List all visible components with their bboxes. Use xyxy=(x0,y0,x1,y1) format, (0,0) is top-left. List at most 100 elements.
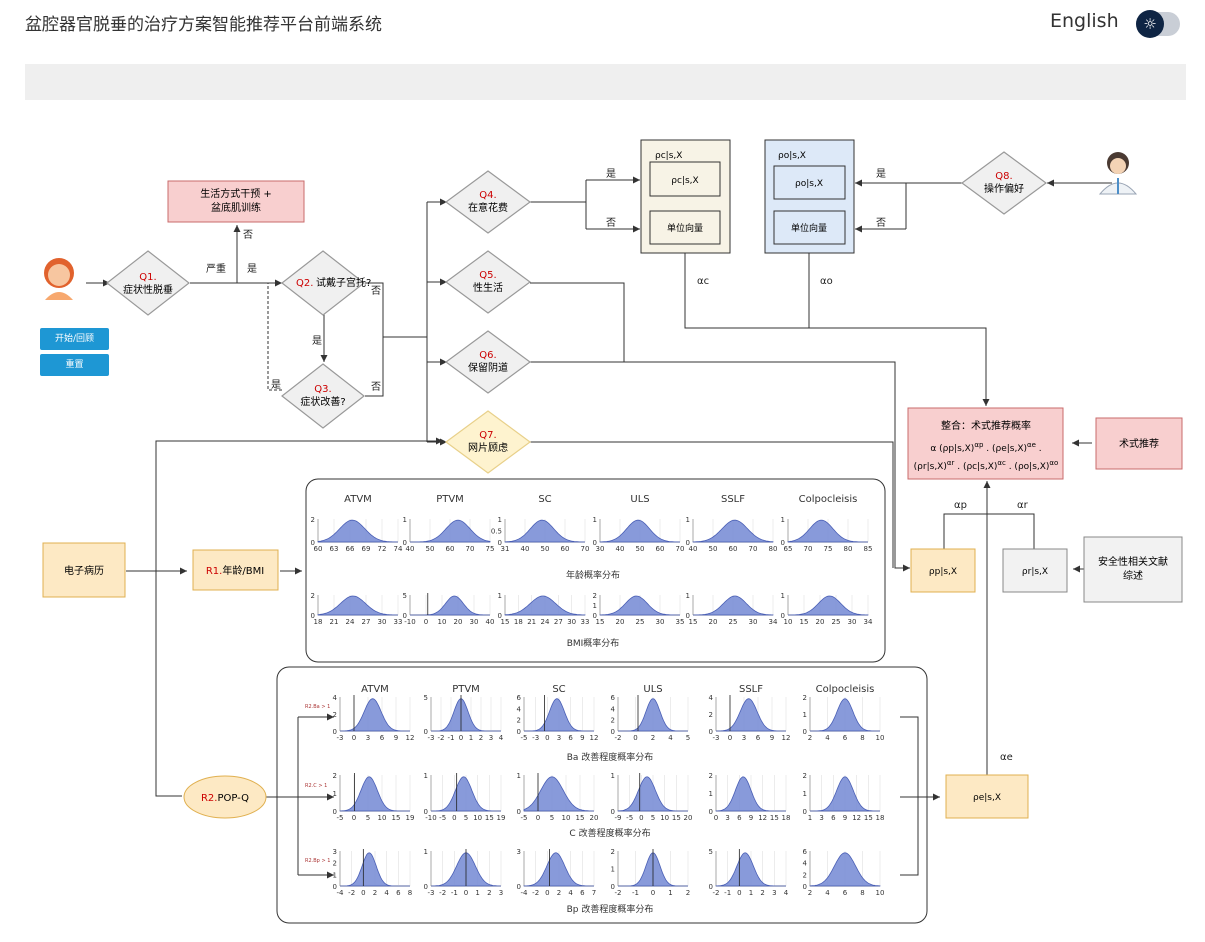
chart-x-tick: 5 xyxy=(464,814,468,822)
chart-y-tick: 2 xyxy=(333,860,337,868)
q1-diamond[interactable] xyxy=(106,250,190,316)
chart-y-tick: 0 xyxy=(803,728,807,736)
q2-diamond[interactable] xyxy=(281,250,365,316)
chart-y-tick: 0 xyxy=(709,808,713,816)
chart-x-tick: 5 xyxy=(686,734,690,742)
chart-y-tick: 0 xyxy=(498,612,502,620)
chart-x-tick: 18 xyxy=(782,814,791,822)
q8-diamond[interactable] xyxy=(960,151,1048,215)
chart-y-tick: 0 xyxy=(803,883,807,891)
q7-diamond[interactable] xyxy=(444,410,532,474)
chart-x-tick: 25 xyxy=(729,618,738,626)
chart-y-tick: 0 xyxy=(709,728,713,736)
chart-x-tick: 2 xyxy=(808,889,812,897)
chart-x-tick: 6 xyxy=(580,889,585,897)
chart-x-tick: 30 xyxy=(470,618,479,626)
chart-density-SC xyxy=(523,776,594,812)
chart-y-tick: 2 xyxy=(333,711,337,719)
chart-x-tick: 24 xyxy=(346,618,355,626)
chart-x-tick: 63 xyxy=(330,545,339,553)
integrate-title: 整合：术式推荐概率 xyxy=(941,419,1031,432)
q5-num: Q5. xyxy=(479,270,496,281)
chart-y-tick: 2 xyxy=(593,592,597,600)
chart-y-tick: 2 xyxy=(611,717,615,725)
chart-x-tick: 20 xyxy=(709,618,718,626)
chart-method-label: Colpocleisis xyxy=(816,684,875,695)
q5-diamond[interactable] xyxy=(444,250,532,314)
chart-y-tick: 0 xyxy=(686,612,690,620)
chart-x-tick: 33 xyxy=(581,618,590,626)
chart-x-tick: 34 xyxy=(864,618,873,626)
q4-text: 在意花费 xyxy=(468,201,508,214)
reset-button[interactable]: 重置 xyxy=(40,354,109,376)
start-review-button[interactable]: 开始/回顾 xyxy=(40,328,109,350)
q3-text: 症状改善? xyxy=(300,395,345,408)
chart-y-tick: 1 xyxy=(781,516,785,524)
chart-density-Colpocleisis xyxy=(787,519,868,543)
chart-x-tick: 9 xyxy=(843,814,847,822)
chart-y-tick: 0 xyxy=(686,539,690,547)
chart-x-tick: 10 xyxy=(660,814,669,822)
chart-x-tick: 3 xyxy=(499,889,503,897)
chart-x-tick: 15 xyxy=(485,814,494,822)
chart-x-tick: 15 xyxy=(392,814,401,822)
chart-y-tick: 1 xyxy=(403,516,407,524)
chart-x-tick: 60 xyxy=(314,545,323,553)
chart-x-tick: -2 xyxy=(439,889,446,897)
chart-y-tick: 2 xyxy=(803,772,807,780)
chart-x-tick: 27 xyxy=(362,618,371,626)
language-switch[interactable]: English xyxy=(1050,10,1119,32)
ehr-box: 电子病历 xyxy=(64,564,104,577)
q6-diamond[interactable] xyxy=(444,330,532,394)
chart-x-tick: 60 xyxy=(446,545,455,553)
chart-x-tick: 60 xyxy=(729,545,738,553)
chart-x-tick: -4 xyxy=(521,889,529,897)
chart-method-label: SC xyxy=(552,684,565,695)
chart-y-tick: 0 xyxy=(517,883,521,891)
lifestyle-line1: 生活方式干预 + xyxy=(200,187,272,200)
chart-x-tick: -2 xyxy=(438,734,445,742)
chart-x-tick: -1 xyxy=(451,889,458,897)
chart-x-tick: -9 xyxy=(615,814,622,822)
chart-y-tick: 6 xyxy=(517,694,522,702)
chart-density-PTVM xyxy=(431,776,501,812)
chart-x-tick: 24 xyxy=(541,618,550,626)
chart-x-tick: 72 xyxy=(378,545,387,553)
chart-x-tick: 70 xyxy=(581,545,590,553)
chart-x-tick: 8 xyxy=(408,889,412,897)
chart-y-tick: 0 xyxy=(311,539,315,547)
theme-toggle[interactable]: ☼ xyxy=(1136,10,1180,38)
chart-y-tick: 2 xyxy=(517,717,521,725)
chart-x-tick: 10 xyxy=(784,618,793,626)
chart-x-tick: 70 xyxy=(804,545,813,553)
chart-density-ULS xyxy=(599,595,680,616)
chart-x-tick: 20 xyxy=(590,814,599,822)
q4-diamond[interactable] xyxy=(444,170,532,234)
q1-text: 症状性脱垂 xyxy=(123,283,173,296)
q3-num: Q3. xyxy=(314,384,331,395)
chart-method-label: ULS xyxy=(643,684,662,695)
chart-x-tick: 18 xyxy=(314,618,323,626)
chart-y-tick: 0 xyxy=(424,808,428,816)
edge-no-q4: 否 xyxy=(606,217,616,229)
chart-y-tick: 3 xyxy=(333,848,337,856)
chart-y-tick: 4 xyxy=(803,860,808,868)
chart-x-tick: 20 xyxy=(616,618,625,626)
chart-x-tick: 0 xyxy=(352,734,356,742)
chart-x-tick: 7 xyxy=(592,889,596,897)
chart-x-tick: 10 xyxy=(378,814,387,822)
chart-x-tick: 30 xyxy=(749,618,758,626)
chart-axis-label: C 改善程度概率分布 xyxy=(569,827,650,839)
chart-x-tick: 18 xyxy=(514,618,523,626)
chart-x-tick: 6 xyxy=(380,734,385,742)
q3-diamond[interactable] xyxy=(281,363,365,429)
chart-method-label: PTVM xyxy=(452,684,480,695)
chart-x-tick: 4 xyxy=(825,734,830,742)
chart-y-tick: 0 xyxy=(781,612,785,620)
chart-x-tick: 0 xyxy=(452,814,456,822)
chart-density-ULS xyxy=(599,519,680,543)
chart-x-tick: 1 xyxy=(749,889,753,897)
q6-num: Q6. xyxy=(479,350,496,361)
chart-x-tick: 40 xyxy=(486,618,495,626)
chart-x-tick: 15 xyxy=(596,618,605,626)
